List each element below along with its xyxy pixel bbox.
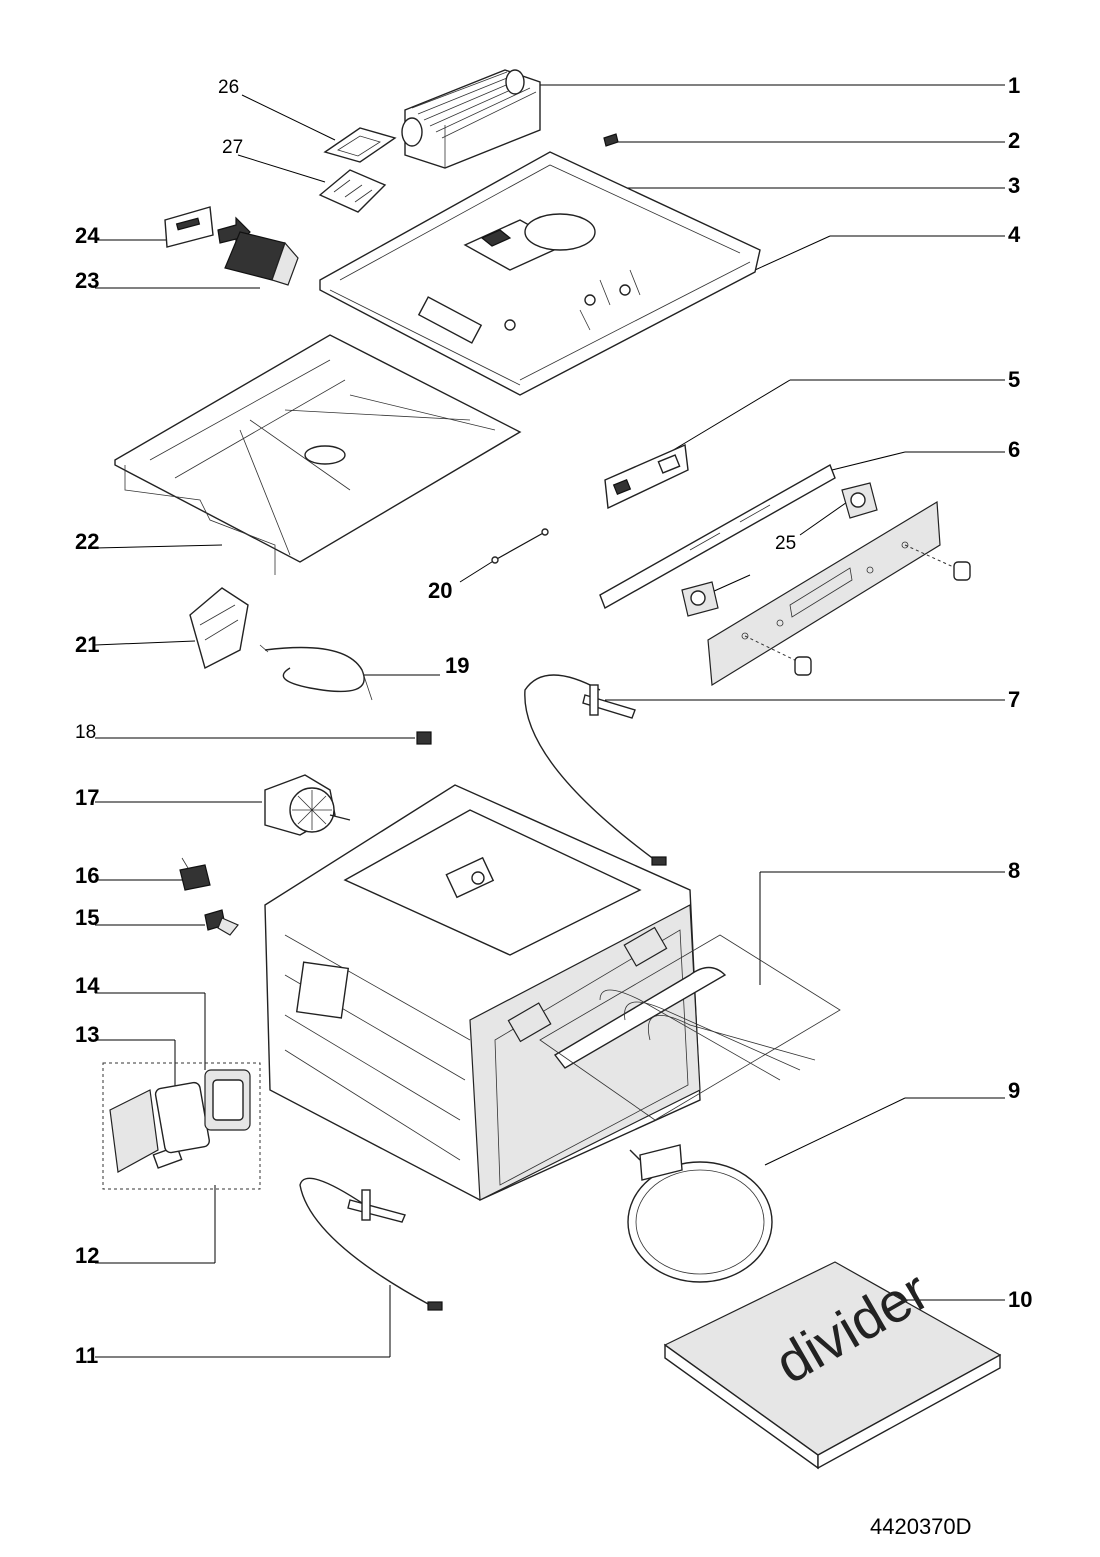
drawing-code: 4420370D — [870, 1514, 972, 1539]
callout-19: 19 — [445, 653, 469, 678]
callout-14: 14 — [75, 973, 100, 998]
panel-knobs — [794, 561, 971, 676]
oven-cavity — [264, 784, 701, 1201]
control-pcb — [463, 213, 596, 271]
cover-plate — [323, 127, 397, 163]
circular-element — [627, 1144, 773, 1283]
callout-5: 5 — [1008, 367, 1020, 392]
callout-7: 7 — [1008, 687, 1020, 712]
callout-2: 2 — [1008, 128, 1020, 153]
callout-13: 13 — [75, 1022, 99, 1047]
callout-17: 17 — [75, 785, 99, 810]
lamp-holder-clip — [204, 909, 239, 936]
control-housing — [319, 151, 761, 396]
label-card — [164, 206, 214, 248]
callout-25: 25 — [775, 533, 796, 554]
callout-labels: 1 2 3 4 5 6 7 8 9 10 11 12 13 14 15 16 1… — [75, 73, 1032, 1368]
mounting-rail — [599, 463, 836, 610]
callout-10: 10 — [1008, 1287, 1032, 1312]
temperature-probe-upper — [524, 674, 667, 866]
callout-6: 6 — [1008, 437, 1020, 462]
callout-8: 8 — [1008, 858, 1020, 883]
selector-switch-lower — [681, 581, 719, 617]
callout-26: 26 — [218, 77, 239, 98]
selector-switch-upper — [841, 482, 878, 519]
base-frame — [114, 334, 522, 575]
temperature-probe-lower — [299, 1177, 443, 1311]
callout-11: 11 — [75, 1343, 98, 1368]
terminal-block — [189, 587, 249, 670]
callout-23: 23 — [75, 268, 99, 293]
fan-motor — [264, 774, 351, 836]
leader-lines — [94, 84, 1005, 1358]
divider-board: divider — [663, 1258, 1002, 1470]
lamp-assembly — [102, 1062, 261, 1190]
callout-1: 1 — [1008, 73, 1020, 98]
power-cord — [259, 644, 373, 701]
callout-22: 22 — [75, 529, 99, 554]
micro-switch — [416, 731, 432, 745]
callout-3: 3 — [1008, 173, 1020, 198]
door-switch — [179, 857, 211, 891]
clip — [603, 133, 619, 147]
callout-16: 16 — [75, 863, 99, 888]
callout-12: 12 — [75, 1243, 99, 1268]
callout-18: 18 — [75, 722, 96, 743]
cable-link — [491, 528, 549, 564]
callout-15: 15 — [75, 905, 99, 930]
grill-element — [507, 926, 841, 1121]
callout-27: 27 — [222, 137, 243, 158]
callout-9: 9 — [1008, 1078, 1020, 1103]
callout-4: 4 — [1008, 222, 1021, 247]
tangential-fan — [401, 69, 541, 169]
callout-20: 20 — [428, 578, 452, 603]
control-panel — [707, 500, 961, 687]
callout-24: 24 — [75, 223, 100, 248]
callout-21: 21 — [75, 632, 99, 657]
display-board — [604, 443, 689, 510]
filter-box — [217, 216, 299, 286]
relay-board — [318, 169, 387, 213]
